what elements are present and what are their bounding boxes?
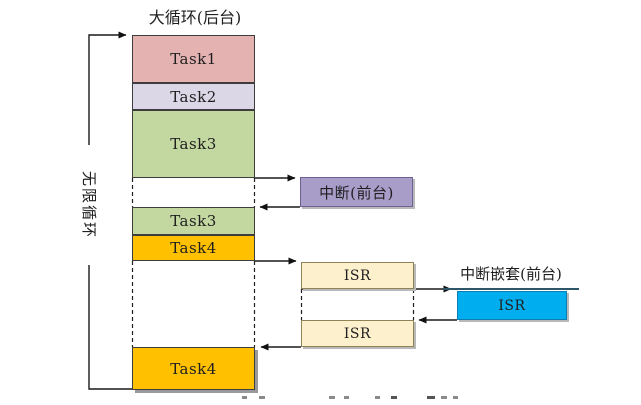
diagram-title: 大循环(后台) <box>148 8 242 27</box>
isr-gap-dashed-edges <box>300 289 415 320</box>
isr-box-second: ISR <box>301 320 414 347</box>
isr-box-nested: ISR <box>457 291 567 320</box>
isr-box-first: ISR <box>301 262 414 289</box>
task2-box: Task2 <box>132 83 255 110</box>
nested-interrupt-label: 中断嵌套(前台) <box>443 263 579 290</box>
stack-gap2-dashed-edges <box>131 261 256 347</box>
task4-box-first: Task4 <box>132 235 255 261</box>
cropped-caption-fragment <box>237 396 465 401</box>
interrupt-box: 中断(前台) <box>300 177 413 207</box>
task3-box-second: Task3 <box>132 207 255 235</box>
infinite-loop-label: 无限循环 <box>78 145 100 265</box>
task3-box-first: Task3 <box>132 110 255 178</box>
task1-box: Task1 <box>132 35 255 83</box>
task4-box-second: Task4 <box>132 347 255 390</box>
stack-gap1-dashed-edges <box>131 178 256 207</box>
